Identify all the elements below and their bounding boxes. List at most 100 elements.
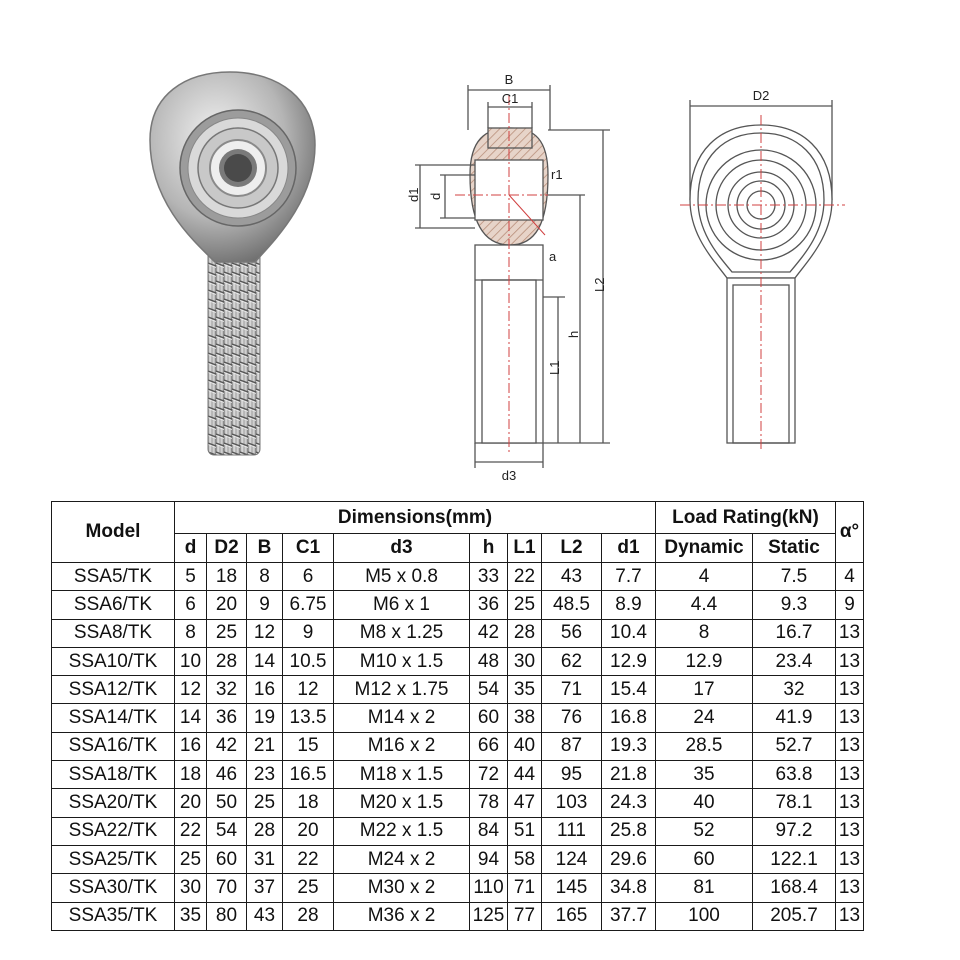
value-cell: 25 xyxy=(282,873,334,903)
label-h: h xyxy=(566,331,581,338)
value-cell: 124 xyxy=(541,844,602,875)
label-d: d xyxy=(428,193,443,200)
model-cell: SSA25/TK xyxy=(51,844,175,875)
value-cell: 71 xyxy=(507,873,542,903)
model-header: Model xyxy=(51,501,175,563)
value-cell: 165 xyxy=(541,901,602,931)
value-cell: 100 xyxy=(655,901,753,931)
dim-col-header: L1 xyxy=(507,533,542,563)
value-cell: 43 xyxy=(541,561,602,592)
value-cell: 51 xyxy=(507,816,542,846)
value-cell: 25 xyxy=(246,788,283,818)
value-cell: 18 xyxy=(282,788,334,818)
load-col-header: Dynamic xyxy=(655,533,753,563)
value-cell: 15 xyxy=(282,731,334,762)
value-cell: 18 xyxy=(206,561,247,592)
value-cell: 29.6 xyxy=(601,844,656,875)
value-cell: 58 xyxy=(507,844,542,875)
value-cell: 15.4 xyxy=(601,675,656,705)
value-cell: 47 xyxy=(507,788,542,818)
value-cell: 10.4 xyxy=(601,618,656,648)
value-cell: 28 xyxy=(246,816,283,846)
value-cell: 87 xyxy=(541,731,602,762)
value-cell: 10 xyxy=(174,646,207,677)
dim-col-header: L2 xyxy=(541,533,602,563)
value-cell: M36 x 2 xyxy=(333,901,470,931)
value-cell: 30 xyxy=(507,646,542,677)
value-cell: 25 xyxy=(206,618,247,648)
value-cell: 54 xyxy=(469,675,508,705)
value-cell: M8 x 1.25 xyxy=(333,618,470,648)
value-cell: 35 xyxy=(655,760,753,790)
value-cell: 60 xyxy=(469,703,508,733)
value-cell: 28.5 xyxy=(655,731,753,762)
value-cell: 32 xyxy=(752,675,836,705)
value-cell: 205.7 xyxy=(752,901,836,931)
model-cell: SSA35/TK xyxy=(51,901,175,931)
value-cell: 8 xyxy=(246,561,283,592)
front-view xyxy=(680,100,845,452)
specification-table: Model Dimensions(mm) Load Rating(kN) α° … xyxy=(51,501,864,931)
value-cell: 7.7 xyxy=(601,561,656,592)
value-cell: 50 xyxy=(206,788,247,818)
value-cell: 76 xyxy=(541,703,602,733)
value-cell: 35 xyxy=(507,675,542,705)
value-cell: 38 xyxy=(507,703,542,733)
value-cell: 24 xyxy=(655,703,753,733)
label-L2: L2 xyxy=(592,278,607,292)
rod-end-photo xyxy=(149,71,316,456)
value-cell: 9 xyxy=(246,590,283,620)
dim-col-header: d1 xyxy=(601,533,656,563)
technical-drawing: B C1 d1 d r1 a L2 h L1 d3 D2 xyxy=(149,71,845,483)
section-view xyxy=(415,85,610,468)
model-cell: SSA6/TK xyxy=(51,590,175,620)
value-cell: 8.9 xyxy=(601,590,656,620)
value-cell: 5 xyxy=(174,561,207,592)
value-cell: 6.75 xyxy=(282,590,334,620)
value-cell: 18 xyxy=(174,760,207,790)
load-col-header: Static xyxy=(752,533,836,563)
value-cell: 62 xyxy=(541,646,602,677)
value-cell: 20 xyxy=(282,816,334,846)
value-cell: 44 xyxy=(507,760,542,790)
value-cell: 56 xyxy=(541,618,602,648)
value-cell: 95 xyxy=(541,760,602,790)
label-d1: d1 xyxy=(406,188,421,202)
model-cell: SSA8/TK xyxy=(51,618,175,648)
value-cell: 16.7 xyxy=(752,618,836,648)
value-cell: 43 xyxy=(246,901,283,931)
value-cell: M24 x 2 xyxy=(333,844,470,875)
value-cell: 22 xyxy=(282,844,334,875)
value-cell: 35 xyxy=(174,901,207,931)
value-cell: M18 x 1.5 xyxy=(333,760,470,790)
dim-col-header: C1 xyxy=(282,533,334,563)
value-cell: 66 xyxy=(469,731,508,762)
value-cell: 122.1 xyxy=(752,844,836,875)
load-rating-header: Load Rating(kN) xyxy=(655,501,836,534)
table-header-row-1: Model Dimensions(mm) Load Rating(kN) α° xyxy=(51,501,864,563)
value-cell: 97.2 xyxy=(752,816,836,846)
model-cell: SSA18/TK xyxy=(51,760,175,790)
value-cell: 12 xyxy=(174,675,207,705)
value-cell: 14 xyxy=(246,646,283,677)
value-cell: 4.4 xyxy=(655,590,753,620)
alpha-header: α° xyxy=(835,501,864,563)
dim-col-header: h xyxy=(469,533,508,563)
value-cell: 12 xyxy=(246,618,283,648)
value-cell: 13 xyxy=(835,618,864,648)
value-cell: 78 xyxy=(469,788,508,818)
value-cell: 145 xyxy=(541,873,602,903)
label-a: a xyxy=(549,249,557,264)
value-cell: 19.3 xyxy=(601,731,656,762)
model-cell: SSA14/TK xyxy=(51,703,175,733)
value-cell: 40 xyxy=(507,731,542,762)
value-cell: M22 x 1.5 xyxy=(333,816,470,846)
value-cell: 54 xyxy=(206,816,247,846)
model-cell: SSA12/TK xyxy=(51,675,175,705)
